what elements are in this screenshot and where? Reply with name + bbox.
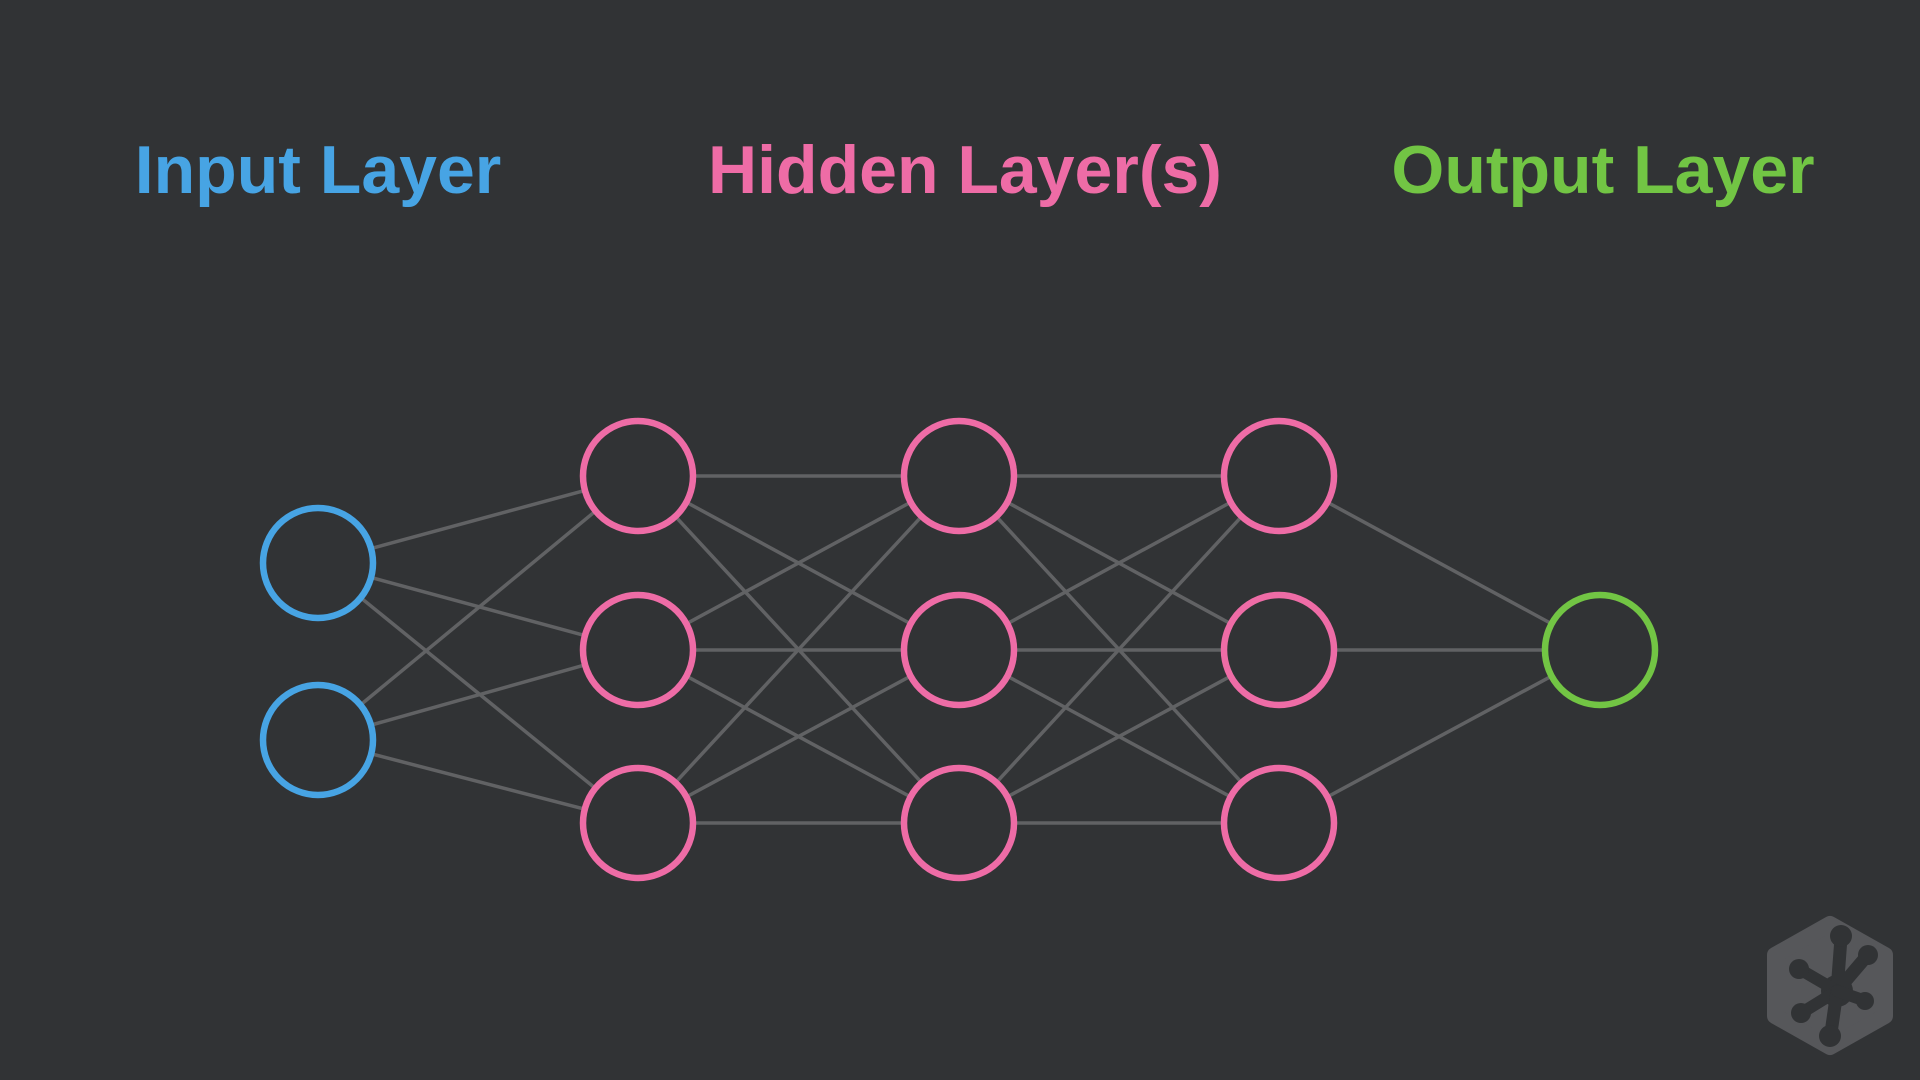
treehouse-frog-foot-icon [1789, 925, 1878, 1047]
hidden-1-node-3 [579, 764, 697, 882]
edge-hidden-2-2-to-hidden-3-1 [958, 474, 1280, 652]
edge-hidden-1-3-to-hidden-2-1 [636, 474, 961, 825]
output-node-1 [1541, 591, 1659, 709]
edge-hidden-2-3-to-hidden-3-2 [958, 648, 1280, 825]
hidden-2-node-3 [900, 764, 1018, 882]
edge-hidden-1-3-to-hidden-2-2 [637, 648, 960, 825]
edge-input-2-to-hidden-1-1 [316, 474, 640, 742]
edge-input-1-to-hidden-1-3 [316, 561, 640, 825]
edge-hidden-3-1-to-output-1 [1278, 474, 1601, 652]
title-input-layer: Input Layer [134, 132, 502, 208]
title-hidden-layer: Hidden Layer(s) [708, 132, 1222, 208]
hidden-2-node-1 [900, 417, 1018, 535]
hidden-1-node-1 [579, 417, 697, 535]
title-output-layer: Output Layer [1391, 132, 1815, 208]
treehouse-logo [1767, 916, 1893, 1055]
hidden-1-node-2 [579, 591, 697, 709]
hidden-3-node-2 [1220, 591, 1338, 709]
input-node-2 [259, 681, 377, 799]
input-node-1 [259, 504, 377, 622]
hidden-2-node-2 [900, 591, 1018, 709]
edge-hidden-1-2-to-hidden-2-1 [637, 474, 960, 652]
node-circles [259, 417, 1659, 882]
edge-hidden-3-3-to-output-1 [1278, 648, 1601, 825]
edge-hidden-2-3-to-hidden-3-1 [957, 474, 1281, 825]
hidden-3-node-3 [1220, 764, 1338, 882]
hidden-3-node-1 [1220, 417, 1338, 535]
